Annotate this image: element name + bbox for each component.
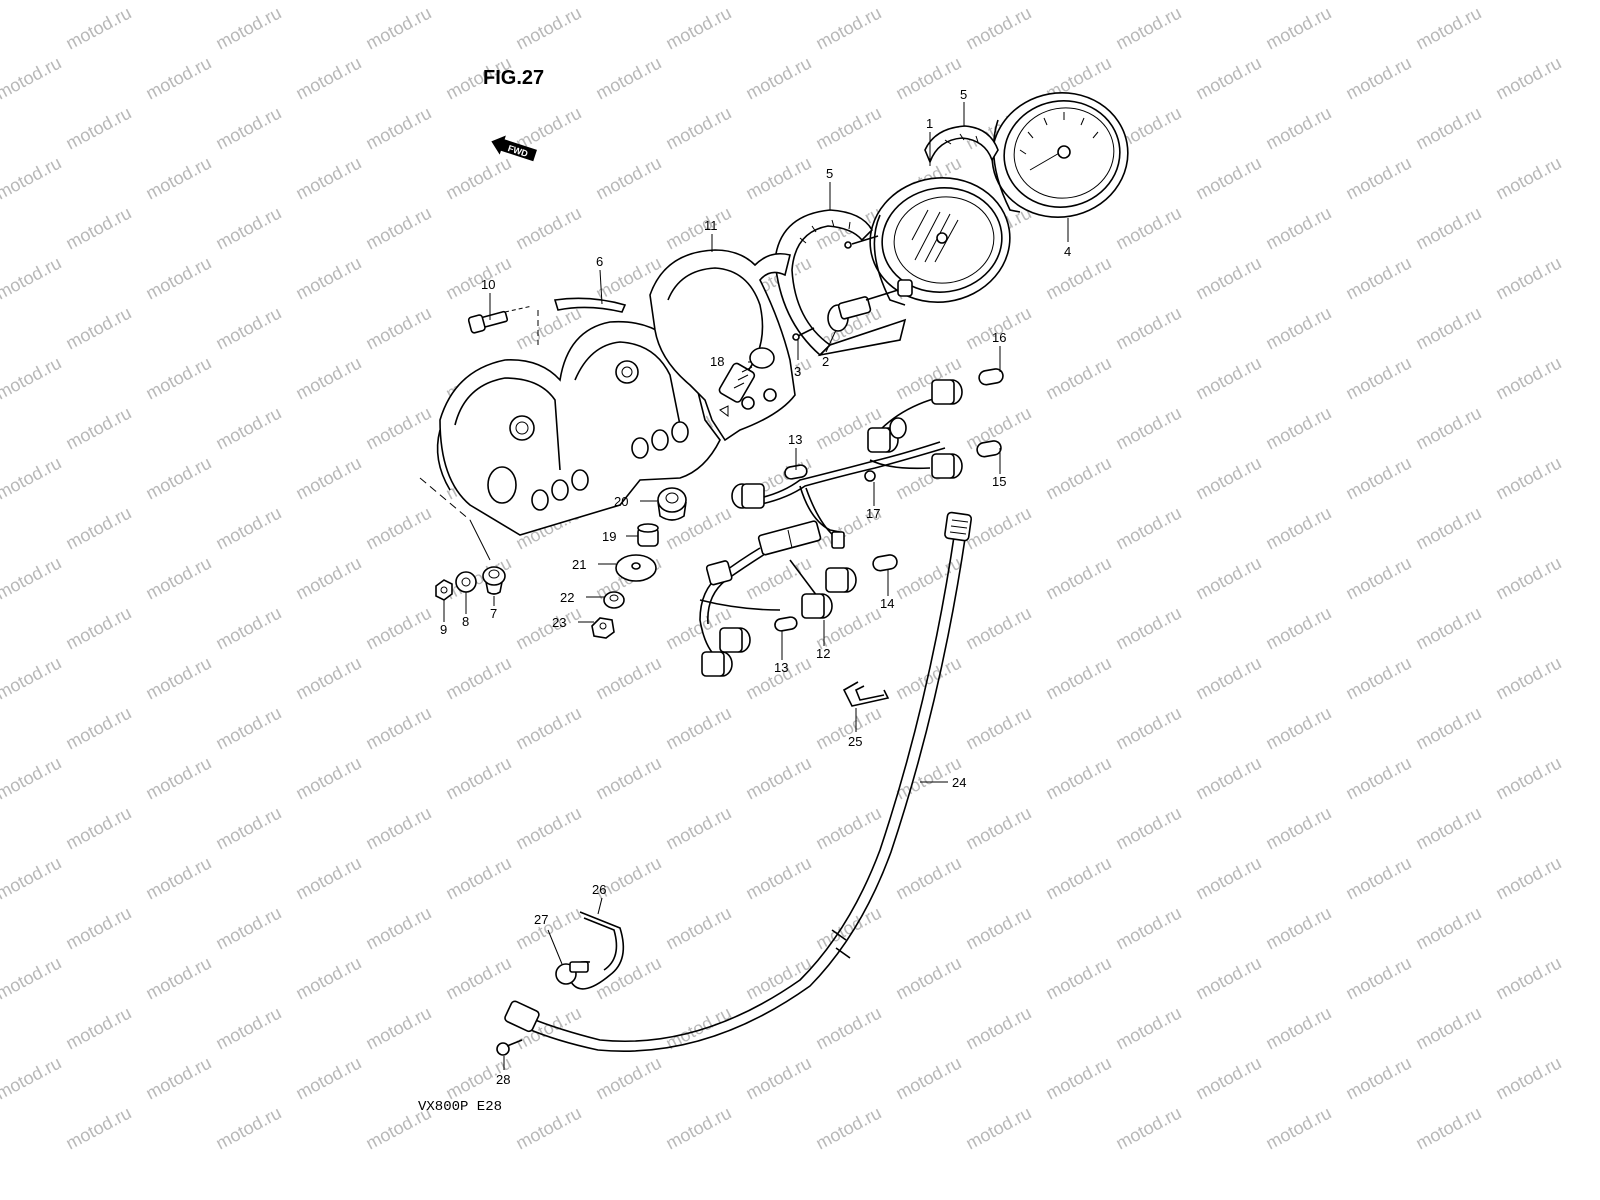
callout-20: 20 [614,494,628,509]
callout-8: 8 [462,614,469,629]
callout-5-upper: 5 [960,87,967,102]
cable-guide-25 [842,681,890,707]
bulb-15 [976,440,1002,458]
washer-21 [615,554,657,582]
callout-17: 17 [866,506,880,521]
bulb-16 [978,368,1004,386]
nut-9 [435,579,453,601]
speedometer-gauge [844,177,1011,306]
callout-22: 22 [560,590,574,605]
callout-11: 11 [704,218,718,233]
clamp-17 [864,470,876,482]
screw-3 [792,327,815,341]
wiring-harness [699,391,961,661]
model-code: VX800P E28 [418,1099,502,1115]
fwd-arrow-icon: FWD [491,135,537,162]
meter-case [436,297,721,536]
callout-7: 7 [490,606,497,621]
callout-3: 3 [794,364,801,379]
grommet-20 [657,487,687,521]
callout-26: 26 [592,882,606,897]
grommet-7 [482,566,506,595]
callout-16: 16 [992,330,1006,345]
callout-19: 19 [602,529,616,544]
bulb-socket [719,627,751,653]
callout-27: 27 [534,912,548,927]
callout-13-upper: 13 [788,432,802,447]
callout-14: 14 [880,596,894,611]
bulb-socket [931,379,963,405]
callout-24: 24 [952,775,966,790]
callout-23: 23 [552,615,566,630]
figure-title: FIG.27 [483,67,544,89]
bulb-socket [801,593,833,619]
callout-12: 12 [816,646,830,661]
harness-connector [705,520,845,586]
callout-13-lower: 13 [774,660,788,675]
callout-labels: 1 2 3 4 5 5 6 7 8 9 10 11 12 13 13 14 15… [440,87,1071,1087]
callout-25: 25 [848,734,862,749]
cushion-18 [718,347,775,403]
bulb-socket-group [701,379,963,677]
callout-10: 10 [481,277,495,292]
callout-2: 2 [822,354,829,369]
odometer-reset-knob [827,289,899,332]
screw-10 [467,305,539,345]
gauge-cover-ring-upper [924,125,999,165]
bolt-27 [555,961,589,985]
leader-lines [443,102,1069,1070]
callout-15: 15 [992,474,1006,489]
nut-23 [591,617,615,639]
bulb-socket [931,453,963,479]
guide-line-case [419,477,471,521]
callout-28: 28 [496,1072,510,1087]
callout-9: 9 [440,622,447,637]
guide-line-case-2 [469,519,491,561]
callout-5-lower: 5 [826,166,833,181]
bulb-socket [731,483,765,509]
bulb-13-upper [784,464,808,480]
washer-22 [603,591,625,609]
callout-4: 4 [1064,244,1071,259]
bulb-14 [872,554,898,572]
fwd-label: FWD [507,143,530,159]
washer-8 [455,571,477,593]
cable-clamp-26 [568,911,625,990]
gauge-cover-ring-lower [774,209,907,357]
tachometer-gauge [991,92,1129,218]
callout-6: 6 [596,254,603,269]
callout-1: 1 [926,116,933,131]
callout-21: 21 [572,557,586,572]
spacer-19 [637,523,659,547]
bulb-socket [889,417,907,439]
callout-18: 18 [710,354,724,369]
bulb-socket [825,567,857,593]
speedometer-cable [504,511,973,1052]
screw-28 [496,1039,523,1056]
bulb-13-lower [774,616,798,632]
bulb-socket [701,651,733,677]
